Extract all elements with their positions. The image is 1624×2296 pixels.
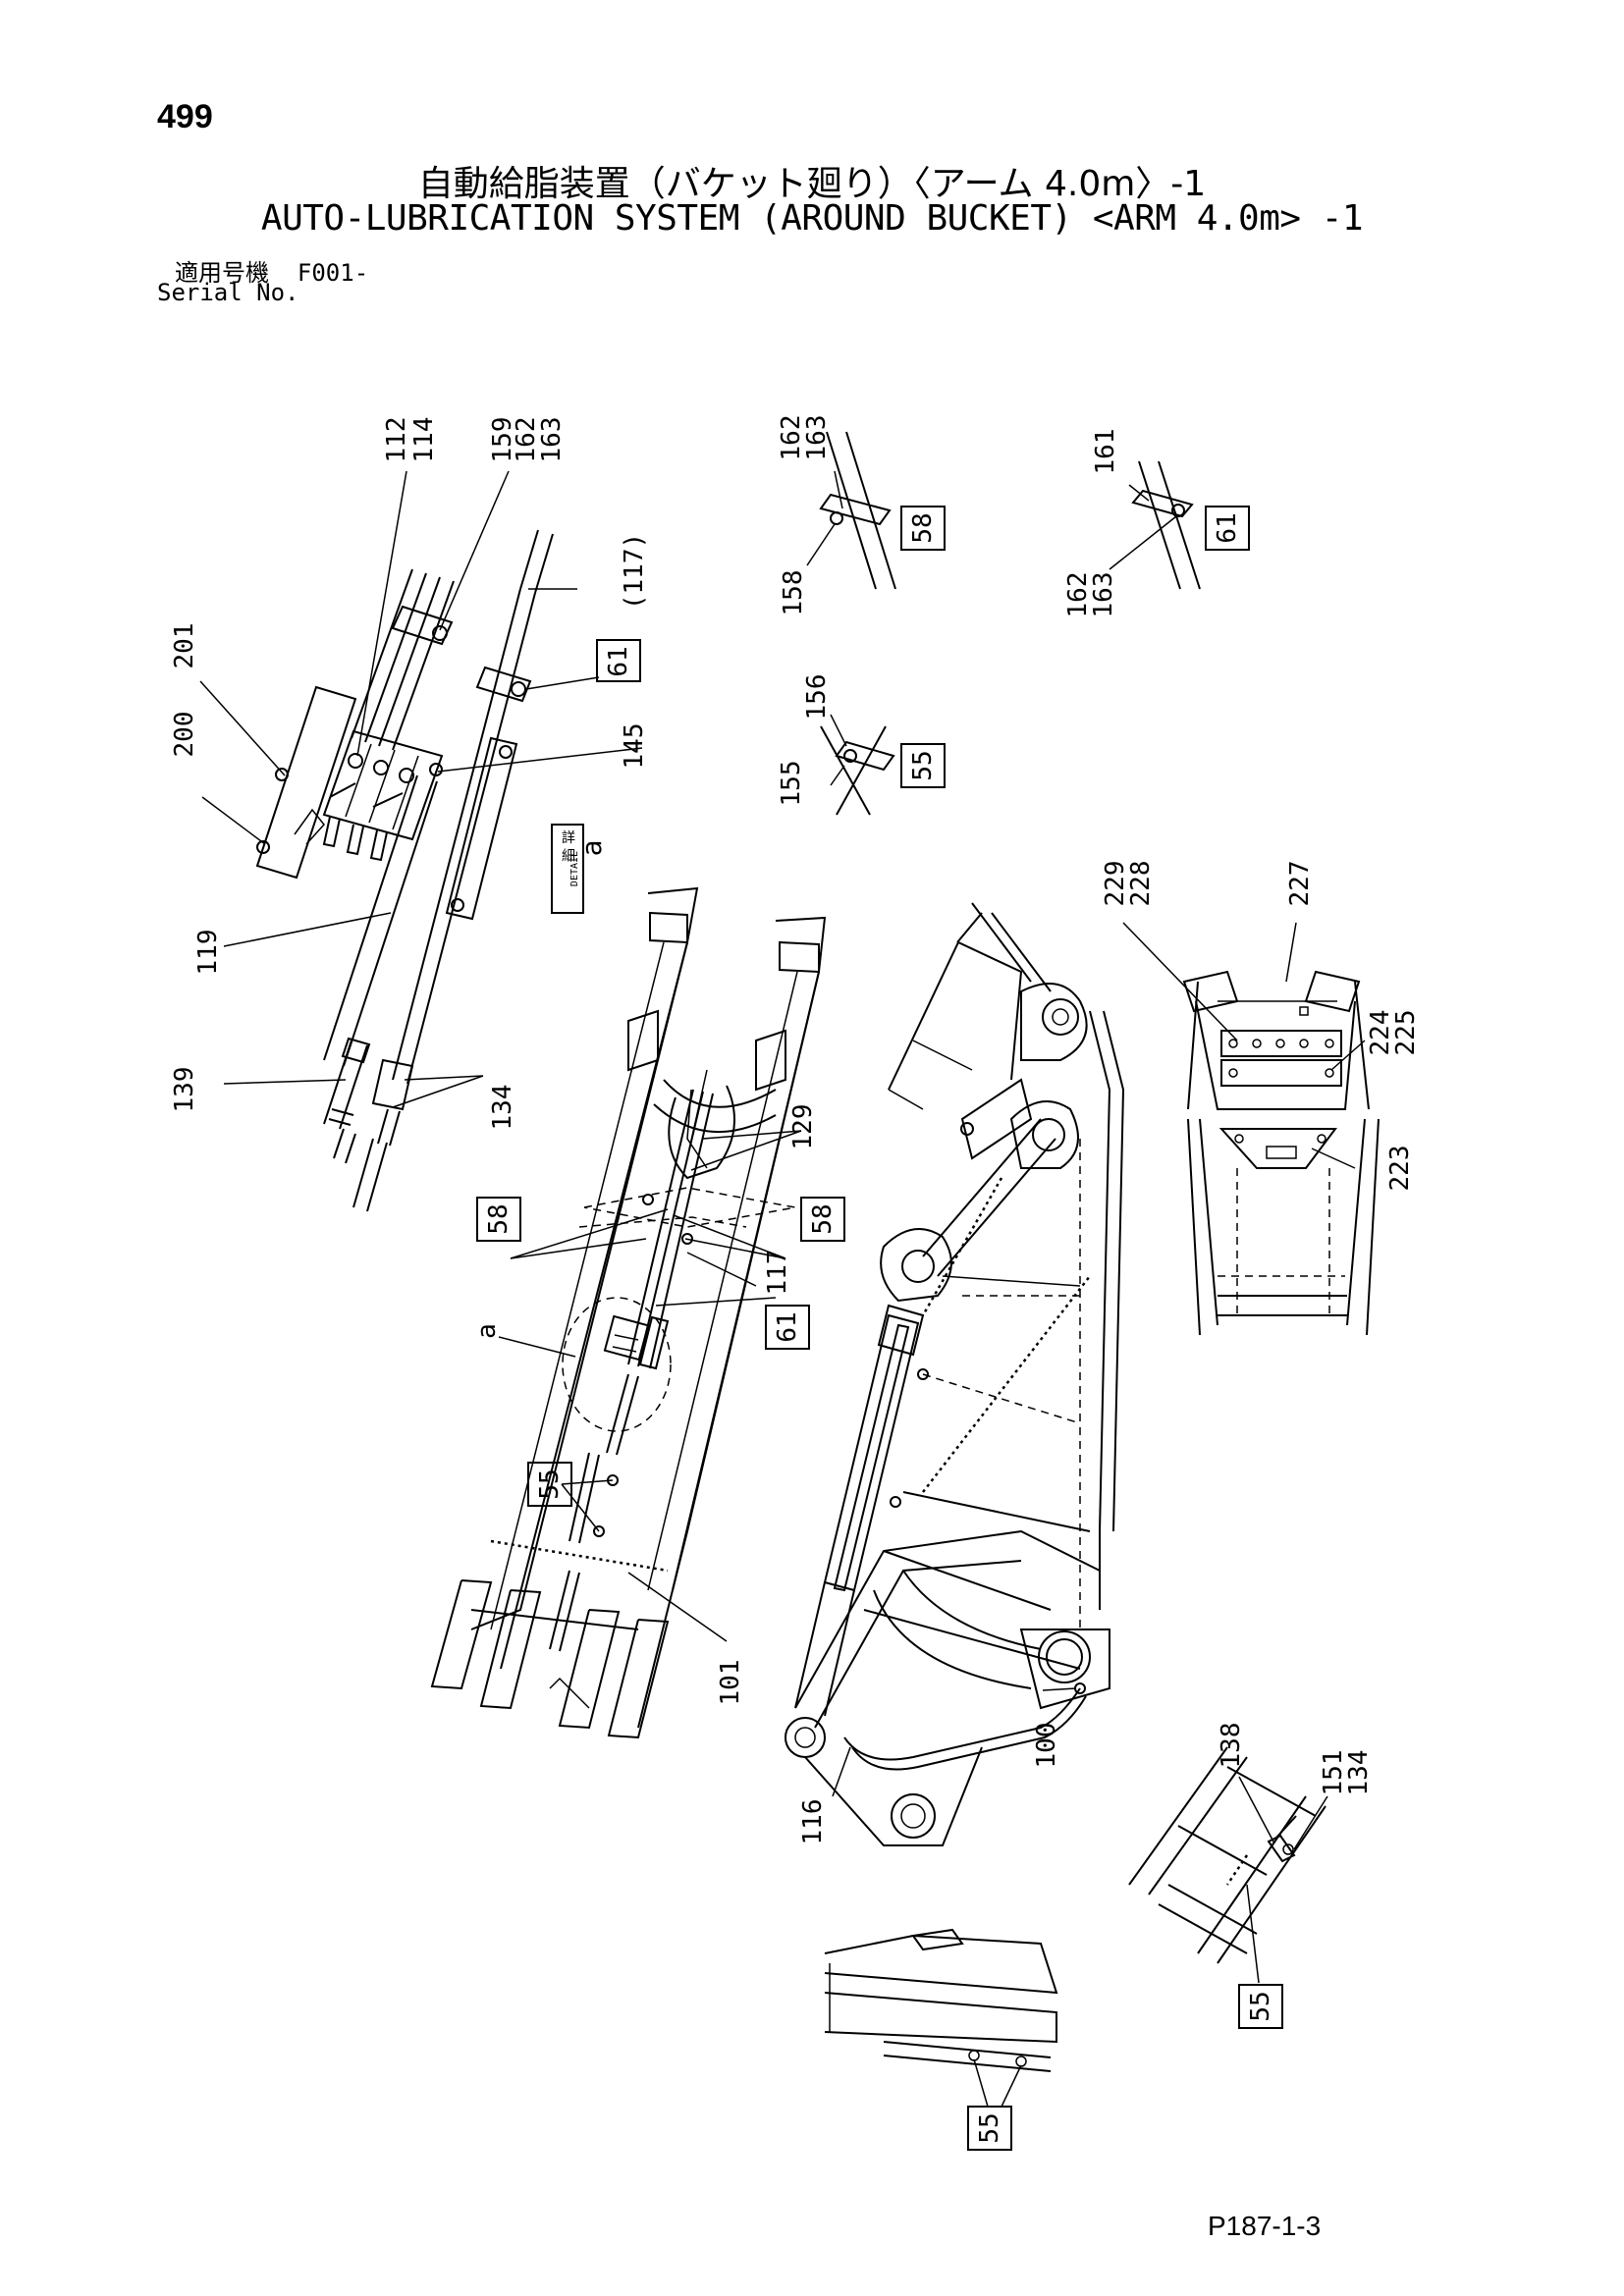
- svg-text:61: 61: [1213, 512, 1242, 543]
- box-refs: 61 58 61 55 58 58 61 55 55 55: [476, 506, 1283, 2151]
- title-english: AUTO-LUBRICATION SYSTEM (AROUND BUCKET) …: [260, 198, 1364, 239]
- svg-text:61: 61: [604, 646, 633, 676]
- callout-100: 100: [1032, 1723, 1061, 1769]
- leaders-bucket: [1122, 922, 1366, 1169]
- detail-a-manifold: [255, 529, 554, 1212]
- callout-158: 158: [779, 570, 808, 616]
- page-code: P187-1-3: [1208, 2211, 1322, 2241]
- callout-139: 139: [170, 1067, 199, 1113]
- ref-box: 58: [476, 1197, 521, 1242]
- callout-129: 129: [788, 1104, 818, 1150]
- ref-box: 61: [596, 639, 641, 682]
- detail-en: DETAIL: [569, 851, 580, 886]
- detail-label: 詳 細 DETAIL a: [551, 824, 608, 914]
- serial-row: 適用号機 F001-: [175, 253, 368, 288]
- callout-224: 224: [1366, 1010, 1395, 1056]
- callout-112: 112: [382, 417, 411, 463]
- callout-116: 116: [798, 1799, 828, 1845]
- callout-101: 101: [716, 1660, 745, 1706]
- svg-text:55: 55: [975, 2112, 1004, 2143]
- svg-text:55: 55: [1246, 1991, 1275, 2021]
- svg-text:55: 55: [908, 750, 938, 780]
- boom-structure: [785, 902, 1125, 1846]
- svg-text:58: 58: [808, 1203, 838, 1234]
- callout-161: 161: [1091, 429, 1120, 475]
- ref-box: 58: [900, 506, 946, 551]
- svg-text:58: 58: [484, 1203, 514, 1234]
- ref-box: 55: [900, 743, 946, 788]
- callout-163: 163: [537, 417, 567, 463]
- ref-box: 55: [1238, 1984, 1283, 2029]
- callout-114: 114: [409, 417, 439, 463]
- callout-229: 229: [1101, 861, 1130, 907]
- ref-box: 61: [765, 1305, 810, 1350]
- serial-value: F001-: [297, 259, 369, 287]
- clamp-detail-61: [1109, 460, 1201, 590]
- callout-a: a: [472, 1323, 502, 1339]
- leaders-detail-a: [199, 470, 643, 1108]
- callout-134: 134: [1344, 1750, 1374, 1796]
- leaders-boom: [832, 1687, 1077, 1797]
- callouts: 200 201 112 114 159 162 163 (117) 145 11…: [170, 415, 1421, 1845]
- ref-box: 58: [800, 1197, 845, 1242]
- callout-145: 145: [620, 723, 649, 770]
- page-number: 499: [157, 98, 213, 135]
- callout-201: 201: [170, 623, 199, 669]
- svg-text:61: 61: [773, 1311, 802, 1342]
- leaders-arm: [498, 1130, 802, 1642]
- callout-156: 156: [802, 674, 832, 721]
- svg-text:58: 58: [908, 512, 938, 543]
- callout-159: 159: [488, 417, 517, 463]
- callout-223: 223: [1385, 1146, 1415, 1192]
- callout-163: 163: [802, 415, 832, 461]
- detail-letter: a: [575, 840, 608, 857]
- callout-155: 155: [777, 761, 806, 807]
- callout-162: 162: [1063, 572, 1093, 618]
- callout-228: 228: [1126, 861, 1156, 907]
- callout-117-ref: (117): [620, 533, 649, 610]
- clamp-detail-58: [806, 431, 896, 590]
- callout-117: 117: [763, 1250, 792, 1296]
- callout-138: 138: [1217, 1723, 1246, 1769]
- ref-box: 55: [967, 2106, 1012, 2151]
- detail-kanji: 詳 細: [560, 830, 575, 863]
- callout-225: 225: [1391, 1010, 1421, 1056]
- callout-227: 227: [1285, 861, 1315, 907]
- clamp-detail-55: [820, 714, 895, 816]
- leaders-arm-bottom: [973, 2058, 1022, 2108]
- ref-box: 55: [527, 1462, 572, 1507]
- callout-200: 200: [170, 712, 199, 758]
- serial-label-jp: 適用号機: [175, 259, 269, 287]
- ref-box: 61: [1205, 506, 1250, 551]
- detail-cylinder-end: [1128, 1746, 1326, 1964]
- callout-162: 162: [512, 417, 541, 463]
- leaders-cylinder-end: [1238, 1776, 1328, 1984]
- bucket-top-view: [1182, 970, 1380, 1336]
- arm-structure: [430, 886, 827, 1739]
- svg-text:55: 55: [535, 1468, 565, 1499]
- callout-119: 119: [193, 930, 223, 976]
- title-japanese: 自動給脂装置（バケット廻り）〈アーム 4.0m〉-1: [417, 164, 1207, 204]
- callout-151: 151: [1319, 1750, 1348, 1796]
- callout-134: 134: [488, 1085, 517, 1131]
- serial-label-en: Serial No.: [157, 279, 299, 306]
- callout-162: 162: [777, 415, 806, 461]
- detail-arm-bottom: [824, 1928, 1058, 2072]
- callout-163: 163: [1089, 572, 1118, 618]
